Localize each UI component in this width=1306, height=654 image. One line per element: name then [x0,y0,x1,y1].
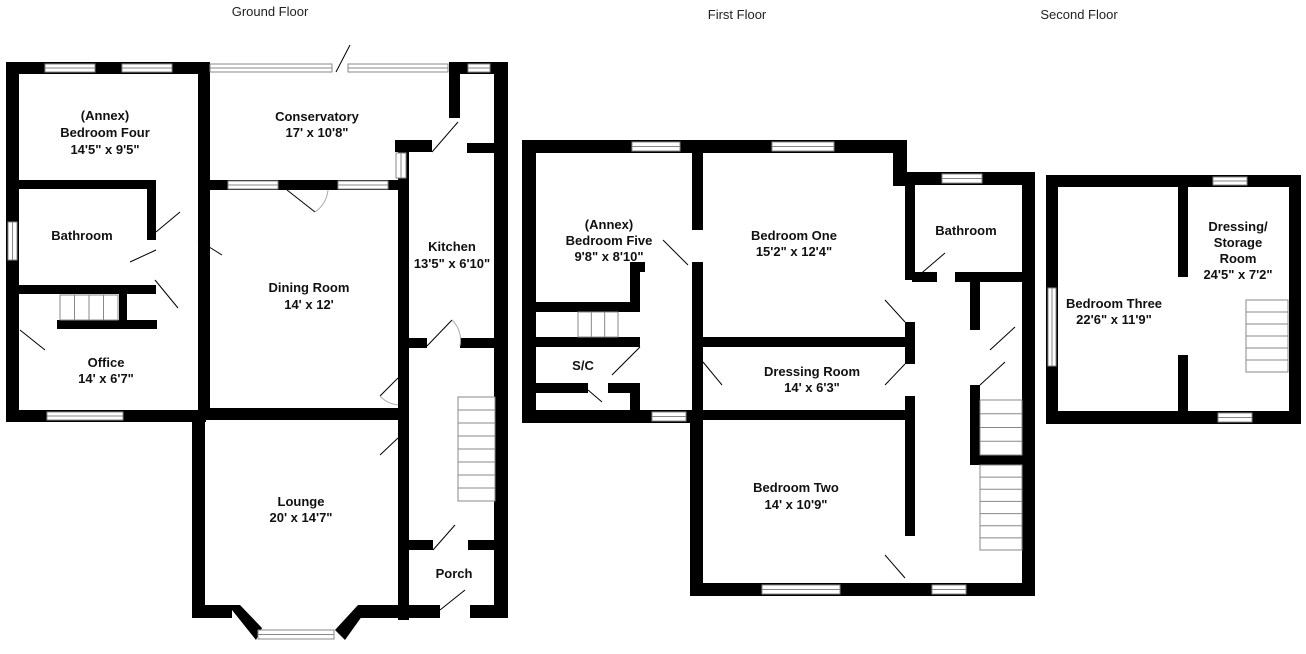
room-label-conservatory: Conservatory 17' x 10'8" [275,109,360,140]
room-label-dressing-storage: Dressing/ Storage Room 24'5" x 7'2" [1203,219,1272,282]
room-size: 9'8" x 8'10" [574,249,643,264]
room-label-bathroom-first: Bathroom [935,223,996,238]
room-name: Bedroom Five [566,233,653,248]
room-size: 24'5" x 7'2" [1203,267,1272,282]
room-prefix: (Annex) [585,217,633,232]
room-size: 15'2" x 12'4" [756,244,832,259]
room-size: 22'6" x 11'9" [1076,312,1152,327]
room-name: Bedroom One [751,228,837,243]
room-name: Conservatory [275,109,360,124]
second-floor-windows [1047,176,1289,423]
room-label-sc: S/C [572,358,594,373]
room-label-bedroom-four: (Annex) Bedroom Four 14'5" x 9'5" [60,108,150,157]
room-size: 14'5" x 9'5" [70,142,139,157]
room-size: 13'5" x 6'10" [414,256,490,271]
room-label-dressing-room: Dressing Room 14' x 6'3" [764,364,860,395]
room-label-porch: Porch [436,566,473,581]
room-label-bathroom-ground: Bathroom [51,228,112,243]
room-name: Bedroom Three [1066,296,1162,311]
room-label-bedroom-three: Bedroom Three 22'6" x 11'9" [1066,296,1162,327]
ground-floor-doors [19,44,466,611]
room-label-bedroom-two: Bedroom Two 14' x 10'9" [753,480,839,512]
room-size: 17' x 10'8" [286,125,349,140]
room-size: 14' x 6'7" [78,371,134,386]
ground-floor-windows [7,63,496,640]
room-name: Bedroom Four [60,125,150,140]
room-label-lounge: Lounge 20' x 14'7" [270,494,333,525]
ground-floor-walls [6,62,508,640]
room-label-kitchen: Kitchen 13'5" x 6'10" [414,239,490,271]
floor-title-first: First Floor [708,7,767,22]
room-label-office: Office 14' x 6'7" [78,355,134,386]
room-name: Dressing Room [764,364,860,379]
room-name-line3: Room [1220,251,1257,266]
room-label-bedroom-five: (Annex) Bedroom Five 9'8" x 8'10" [566,217,653,264]
room-label-dining-room: Dining Room 14' x 12' [269,280,350,312]
room-name: Kitchen [428,239,476,254]
room-name: Lounge [278,494,325,509]
room-name-line1: Dressing/ [1208,219,1268,234]
room-size: 14' x 12' [284,297,334,312]
first-floor-windows [577,141,1023,595]
floor-title-ground: Ground Floor [232,4,309,19]
room-name: Dining Room [269,280,350,295]
room-size: 14' x 10'9" [765,497,828,512]
room-name: Bedroom Two [753,480,839,495]
room-size: 14' x 6'3" [784,380,840,395]
floor-title-second: Second Floor [1040,7,1118,22]
first-floor-doors [587,239,1016,579]
room-label-bedroom-one: Bedroom One 15'2" x 12'4" [751,228,837,259]
room-name: Office [88,355,125,370]
room-prefix: (Annex) [81,108,129,123]
room-name-line2: Storage [1214,235,1262,250]
room-size: 20' x 14'7" [270,510,333,525]
